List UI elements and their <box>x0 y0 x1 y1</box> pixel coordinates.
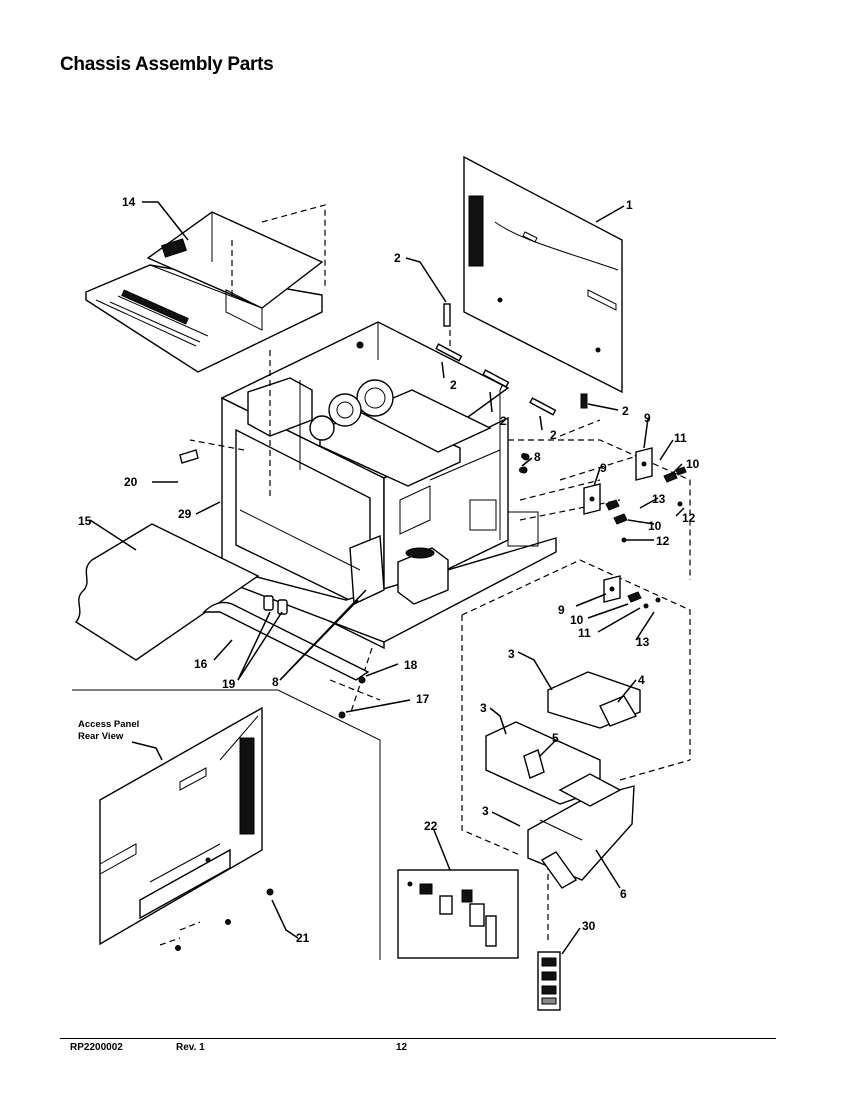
callout-12b: 12 <box>656 534 670 548</box>
footer-rule <box>60 1038 776 1039</box>
insulation-sheet <box>74 523 260 661</box>
callout-2d: 2 <box>550 428 557 442</box>
callout-15: 15 <box>78 514 92 528</box>
callout-30: 30 <box>582 919 596 933</box>
access-panel-rear-view <box>72 689 381 960</box>
callout-17: 17 <box>416 692 430 706</box>
callout-22: 22 <box>424 819 438 833</box>
switch-assembly-box <box>397 869 519 959</box>
callout-5: 5 <box>552 731 559 745</box>
callout-10b: 10 <box>648 519 662 533</box>
callout-4: 4 <box>638 673 645 687</box>
callout-2b: 2 <box>450 378 457 392</box>
callout-29: 29 <box>178 507 192 521</box>
callout-6: 6 <box>620 887 627 901</box>
callout-11b: 11 <box>578 626 591 640</box>
callout-20: 20 <box>124 475 138 489</box>
page-number: 12 <box>396 1042 408 1053</box>
callout-9b: 9 <box>600 461 607 475</box>
callout-1: 1 <box>626 198 633 212</box>
door-latch-brackets <box>485 671 641 889</box>
access-panel-note-line2: Rear View <box>78 731 124 742</box>
access-panel-note-line1: Access Panel <box>78 719 139 730</box>
callout-11a: 11 <box>674 431 687 445</box>
callout-2e: 2 <box>622 404 629 418</box>
callout-12a: 12 <box>682 511 696 525</box>
doc-number: RP2200002 <box>70 1042 123 1053</box>
revision: Rev. 1 <box>176 1042 205 1053</box>
callout-3c: 3 <box>482 804 489 818</box>
callout-10a: 10 <box>686 457 700 471</box>
callout-18: 18 <box>404 658 418 672</box>
rear-cover-panel <box>463 155 623 394</box>
page-title: Chassis Assembly Parts <box>60 54 274 75</box>
callout-10c: 10 <box>570 613 584 627</box>
callout-9c: 9 <box>558 603 565 617</box>
clip-parts <box>435 303 588 416</box>
terminal-block <box>537 951 561 1011</box>
callout-16: 16 <box>194 657 208 671</box>
callout-14: 14 <box>122 195 136 209</box>
leader-lines <box>89 201 685 955</box>
callout-2c: 2 <box>500 414 507 428</box>
top-tray <box>85 204 326 373</box>
callout-21: 21 <box>296 931 310 945</box>
callout-19: 19 <box>222 677 236 691</box>
callout-labels: 1 2 2 2 2 2 3 3 3 4 5 6 8 8 9 9 9 10 10 … <box>78 195 700 945</box>
callout-3b: 3 <box>480 701 487 715</box>
callout-3a: 3 <box>508 647 515 661</box>
callout-13b: 13 <box>636 635 650 649</box>
callout-13a: 13 <box>652 492 666 506</box>
feet <box>263 595 288 615</box>
small-plate <box>179 449 199 464</box>
callout-8b: 8 <box>272 675 279 689</box>
callout-9a: 9 <box>644 411 651 425</box>
callout-8a: 8 <box>534 450 541 464</box>
callout-2a: 2 <box>394 251 401 265</box>
